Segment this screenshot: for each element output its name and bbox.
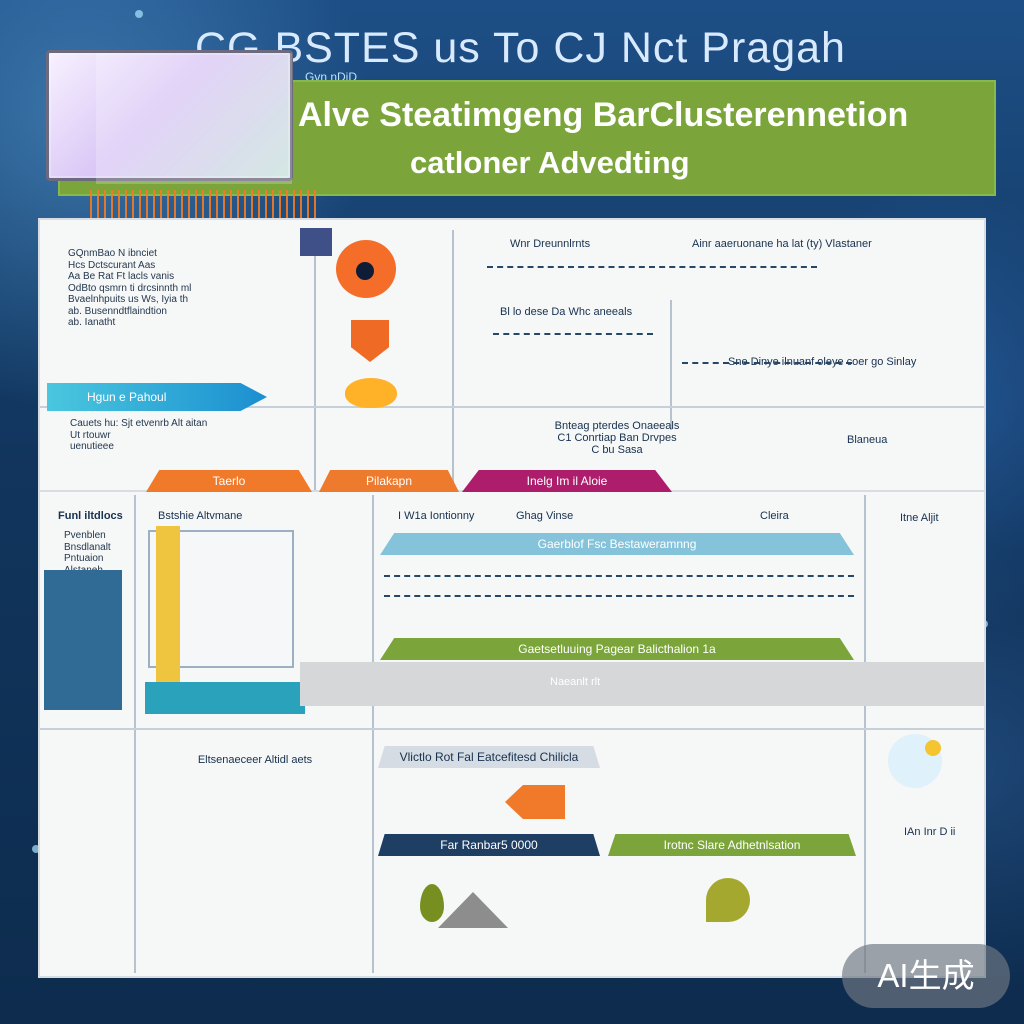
divider bbox=[134, 495, 136, 973]
section-bar-top: Gaerblof Fsc Bestaweramnng bbox=[380, 533, 854, 555]
bottom-right-bar: Irotnc Slare Adhetnlsation bbox=[608, 834, 856, 856]
center-note: Bnteag pterdes Onaeeals C1 Conrtiap Ban … bbox=[537, 420, 697, 456]
gray-band-text: Naeanlt rlt bbox=[550, 676, 601, 688]
left-note: Cauets hu: Sjt etvenrb Alt aitan Ut rtou… bbox=[70, 418, 290, 453]
middle-row-text: Bl lo dese Da Whc aneeals bbox=[500, 306, 633, 318]
dashed-line bbox=[493, 333, 653, 335]
headset-icon bbox=[345, 378, 397, 408]
tab-pilakapn[interactable]: Pilakapn bbox=[319, 470, 459, 492]
lower-center-header-right: Cleira bbox=[760, 510, 789, 522]
decorative-fireworks bbox=[90, 190, 320, 220]
left-text-line: ab. Ianatht bbox=[68, 317, 116, 328]
vending-machine-illustration bbox=[44, 570, 122, 710]
lower-left-line: Pvenblen bbox=[64, 530, 106, 541]
right-text: IAn Inr D ii bbox=[904, 826, 956, 838]
section-bar-green: Gaetsetluuing Pagear Balicthalion 1a bbox=[380, 638, 854, 660]
middle-header-1: Wnr Dreunnlrnts bbox=[510, 238, 591, 250]
lower-center-header-mid: I W1a Iontionny bbox=[398, 510, 475, 522]
square-icon bbox=[300, 228, 332, 256]
dashed-line bbox=[682, 362, 852, 364]
laptop-base-illustration bbox=[145, 682, 305, 714]
sun-core-icon bbox=[925, 740, 941, 756]
person-illustration bbox=[156, 526, 180, 692]
left-paragraph: GQnmBao N ibnciet Hcs Dctscurant Aas Aa … bbox=[68, 248, 293, 329]
note-line: Cauets hu: Sjt etvenrb Alt aitan bbox=[70, 418, 208, 429]
header-thumbnail bbox=[46, 50, 293, 181]
right-title: Itne Aljit bbox=[900, 512, 939, 524]
left-text-line: Hcs Dctscurant Aas bbox=[68, 259, 156, 271]
center-line: C bu Sasa bbox=[591, 444, 643, 456]
top-panel bbox=[38, 218, 986, 494]
center-line: C1 Conrtiap Ban Drvpes bbox=[557, 432, 677, 444]
page-title: CG BSTES us To CJ Nct Pragah bbox=[195, 24, 846, 72]
mid-section-title: Vlictlo Rot Fal Eatcefitesd Chilicla bbox=[378, 746, 600, 768]
lower-center-header-left: Bstshie Altvmane bbox=[158, 510, 243, 522]
left-text-line: GQnmBao N ibnciet bbox=[68, 248, 157, 259]
header-line-1: Alve Steatimgeng BarClusterennetion bbox=[298, 96, 909, 134]
ai-generated-badge: AI生成 bbox=[842, 944, 1010, 1008]
dashed-line bbox=[384, 575, 854, 577]
left-text-line: ab. Busenndtflaindtion bbox=[68, 305, 167, 317]
lower-left-line: Bnsdlanalt bbox=[64, 541, 111, 553]
gray-band bbox=[300, 662, 984, 706]
left-text-line: Bvaelnhpuits us Ws, Iyia th bbox=[68, 294, 189, 305]
divider bbox=[452, 230, 454, 490]
sparkle bbox=[32, 845, 40, 853]
divider bbox=[372, 495, 374, 973]
dashed-line bbox=[384, 595, 854, 597]
lower-left-title: Funl iltdlocs bbox=[58, 510, 123, 522]
tab-taerlo[interactable]: Taerlo bbox=[146, 470, 312, 492]
left-text-line: Aa Be Rat Ft lacls vanis bbox=[68, 271, 175, 282]
lower-left-section-title: Eltsenaeceer Altidl aets bbox=[197, 754, 313, 766]
divider bbox=[40, 406, 984, 408]
center-line: Bnteag pterdes Onaeeals bbox=[554, 420, 680, 432]
highlight-arrow: Hgun e Pahoul bbox=[47, 383, 267, 411]
sparkle bbox=[135, 10, 143, 18]
middle-header-2: Ainr aaeruonane ha lat (ty) Vlastaner bbox=[692, 238, 872, 250]
divider bbox=[670, 300, 672, 430]
divider bbox=[40, 728, 984, 730]
lower-left-line: Pntuaion bbox=[64, 553, 104, 564]
divider bbox=[864, 495, 866, 973]
dashed-line bbox=[487, 266, 817, 268]
left-text-line: OdBto qsmrn ti drcsinnth ml bbox=[68, 282, 192, 294]
lower-center-header-mid2: Ghag Vinse bbox=[516, 510, 574, 522]
thumbnail-overlay bbox=[96, 53, 292, 184]
bottom-left-bar: Far Ranbar5 0000 bbox=[378, 834, 600, 856]
tab-inelg[interactable]: Inelg Im il Aloie bbox=[462, 470, 672, 492]
header-line-2: catloner Advedting bbox=[410, 145, 690, 180]
note-line: uenutieee bbox=[70, 441, 114, 452]
bottom-right-label: Blaneua bbox=[847, 434, 888, 446]
logo-mark-icon bbox=[356, 262, 374, 280]
divider bbox=[314, 230, 316, 490]
green-shape-icon bbox=[706, 878, 750, 922]
note-line: Ut rtouwr bbox=[70, 429, 111, 441]
leaf-icon bbox=[420, 884, 444, 922]
